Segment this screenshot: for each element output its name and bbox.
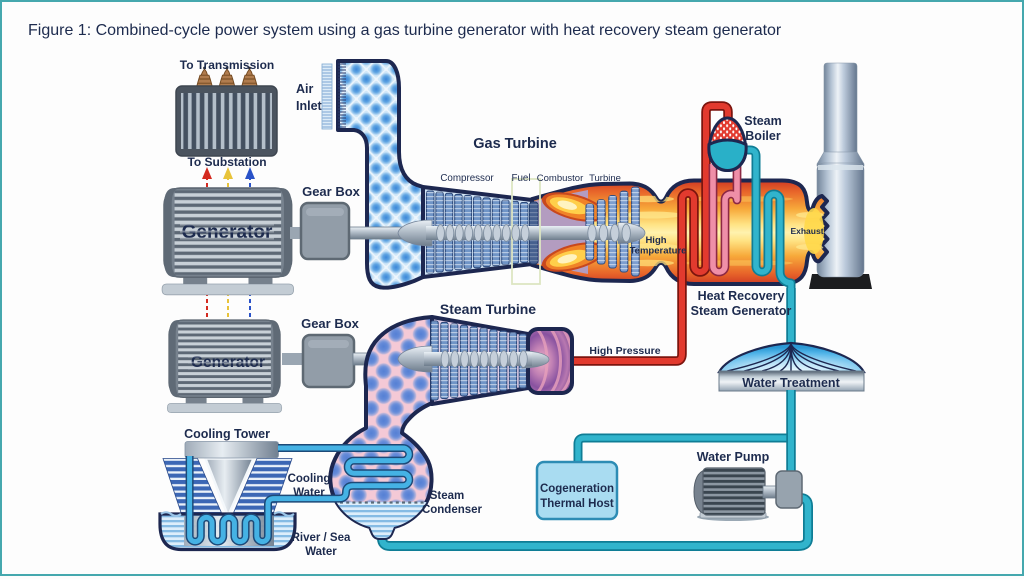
svg-text:Air: Air: [296, 82, 314, 96]
svg-text:Compressor: Compressor: [440, 173, 494, 184]
svg-text:Water Pump: Water Pump: [697, 450, 770, 464]
svg-text:High: High: [645, 235, 666, 246]
svg-text:Condenser: Condenser: [422, 504, 483, 516]
svg-text:Steam: Steam: [430, 490, 465, 502]
svg-text:Water Treatment: Water Treatment: [742, 376, 840, 390]
svg-text:Cooling: Cooling: [288, 473, 331, 485]
svg-text:To Transmission: To Transmission: [180, 58, 274, 72]
svg-text:Steam: Steam: [744, 114, 782, 128]
svg-text:Gear Box: Gear Box: [302, 184, 361, 199]
svg-text:Inlet: Inlet: [296, 99, 323, 113]
svg-text:River / Sea: River / Sea: [292, 532, 351, 544]
svg-text:Exhaust: Exhaust: [790, 226, 823, 236]
svg-text:Thermal Host: Thermal Host: [540, 498, 614, 510]
svg-text:Water: Water: [293, 487, 325, 499]
svg-text:High Pressure: High Pressure: [589, 345, 660, 357]
svg-text:Steam Turbine: Steam Turbine: [440, 301, 536, 317]
svg-text:Water: Water: [305, 546, 337, 558]
svg-text:Boiler: Boiler: [745, 129, 781, 143]
svg-text:Steam Generator: Steam Generator: [691, 304, 792, 318]
svg-text:Gas Turbine: Gas Turbine: [473, 136, 557, 152]
svg-text:Fuel: Fuel: [511, 173, 530, 184]
svg-text:Temperature: Temperature: [630, 246, 687, 257]
svg-text:Turbine: Turbine: [589, 173, 621, 184]
svg-text:Cooling Tower: Cooling Tower: [184, 427, 270, 441]
svg-text:Figure 1: Combined-cycle power: Figure 1: Combined-cycle power system us…: [28, 22, 782, 39]
svg-text:Cogeneration: Cogeneration: [540, 483, 614, 495]
svg-text:Gear Box: Gear Box: [301, 316, 360, 331]
svg-text:To Substation: To Substation: [187, 155, 266, 169]
svg-text:Heat Recovery: Heat Recovery: [698, 289, 785, 303]
svg-text:Combustor: Combustor: [537, 173, 583, 184]
